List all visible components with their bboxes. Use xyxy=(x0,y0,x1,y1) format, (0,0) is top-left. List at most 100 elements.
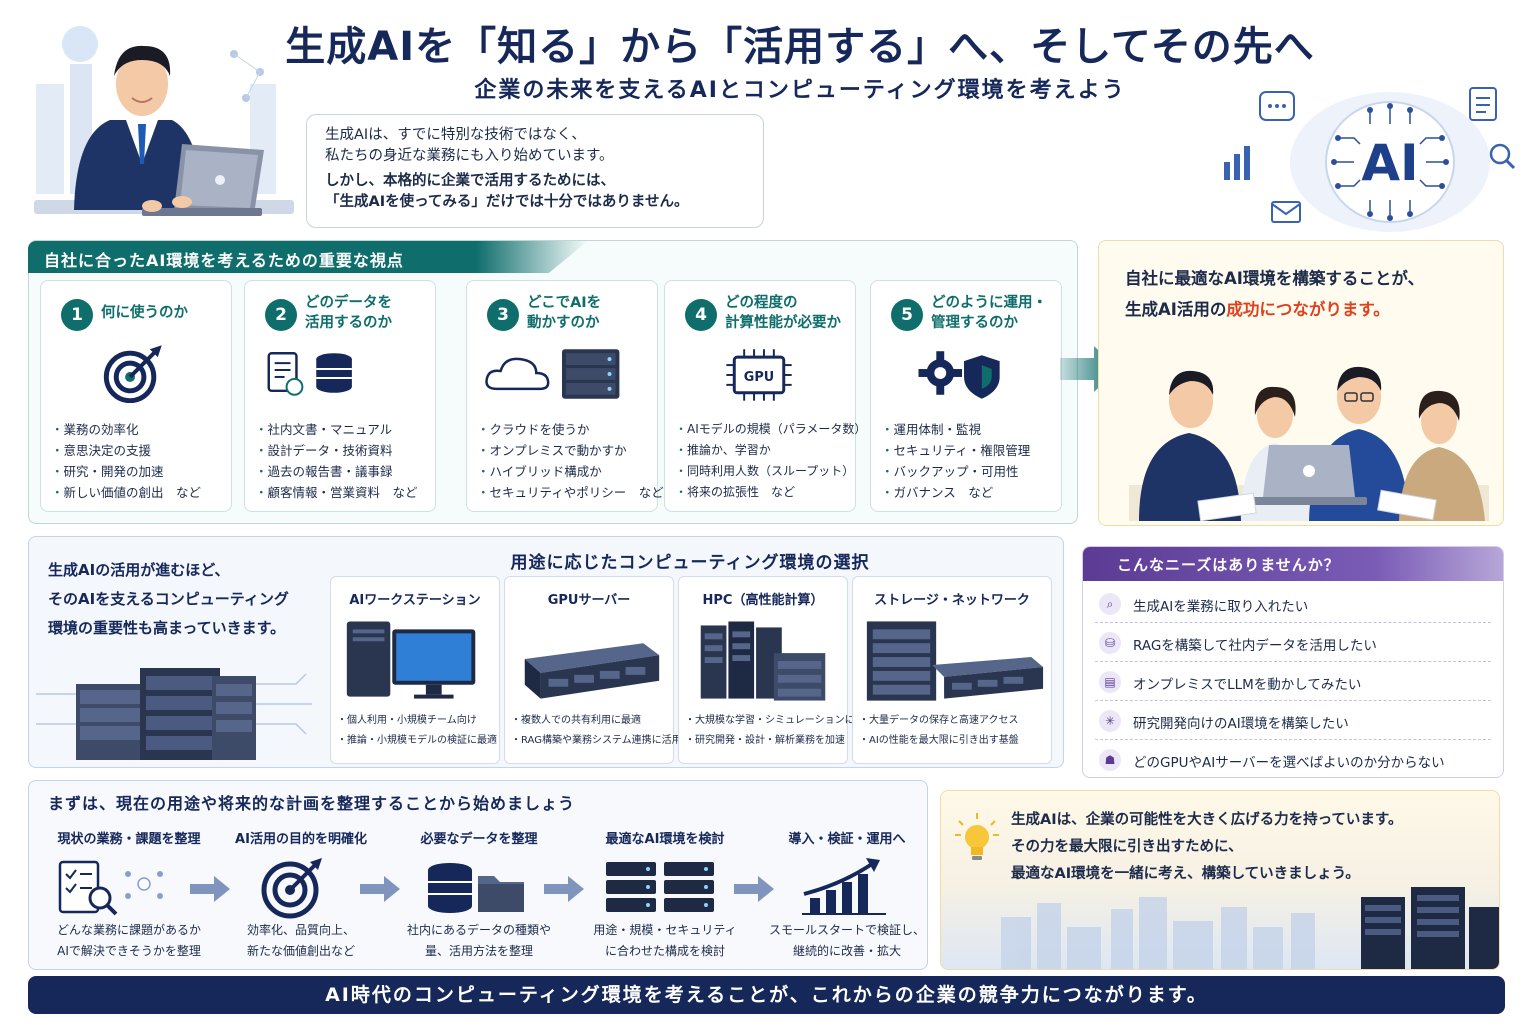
step-desc-line: 量、活用方法を整理 xyxy=(424,944,533,958)
step-desc: 社内にあるデータの種類や量、活用方法を整理 xyxy=(394,920,564,962)
intro-line: 生成AIは、すでに特別な技術ではなく、 xyxy=(325,127,586,143)
atom-icon: ✳ xyxy=(1099,710,1121,732)
page-title: 生成AIを「知る」から「活用する」へ、そしてその先へ xyxy=(285,24,1315,70)
list-item-text: 推論・小規模モデルの検証に最適 xyxy=(347,735,497,746)
list-item: セキュリティ・権限管理 xyxy=(881,440,1061,461)
step-desc-line: AIで解決できそうかを整理 xyxy=(57,944,201,958)
team-meeting-illustration xyxy=(1129,366,1489,521)
list-item: ・AIの性能を最大限に引き出す基盤 xyxy=(859,735,1019,746)
list-item: 推論か、学習か xyxy=(675,440,855,461)
list-item: ・大量データの保存と高速アクセス xyxy=(859,715,1019,726)
database-folder-icon xyxy=(428,863,524,913)
footer-banner: AI時代のコンピューティング環境を考えることが、これからの企業の競争力につながり… xyxy=(28,976,1505,1014)
mail-icon xyxy=(1271,201,1301,223)
need-item: ⛁RAGを構築して社内データを活用したい xyxy=(1095,624,1491,662)
ai-brain-graphic: AI xyxy=(1224,87,1516,232)
step-title: 必要なデータを整理 xyxy=(420,832,538,847)
viewpoints-heading: 自社に合ったAI環境を考えるための重要な視点 xyxy=(28,241,588,273)
viewpoint-list: AIモデルの規模（パラメータ数） 推論か、学習か 同時利用人数（スループット） … xyxy=(675,419,866,503)
intro-speech-bubble: 生成AIは、すでに特別な技術ではなく、 私たちの身近な業務にも入り始めています。… xyxy=(306,114,764,228)
intro-line: 私たちの身近な業務にも入り始めています。 xyxy=(325,148,614,164)
gpu-chip-icon: GPU xyxy=(726,349,792,401)
list-item: 業務の効率化 xyxy=(51,419,231,440)
step-desc-line: スモールスタートで検証し、 xyxy=(768,923,925,937)
step-number-badge: 5 xyxy=(891,299,923,331)
checklist-icon xyxy=(58,860,163,916)
lightbulb-icon xyxy=(955,813,999,860)
arrow-right-icon xyxy=(360,876,400,902)
step-number-badge: 4 xyxy=(685,299,717,331)
target-icon xyxy=(261,858,322,919)
needs-heading: こんなニーズはありませんか？ xyxy=(1083,547,1503,581)
hw-list: ・大量データの保存と高速アクセス ・AIの性能を最大限に引き出す基盤 xyxy=(859,711,1051,751)
intro-line: 「生成AIを使ってみる」だけでは十分ではありません。 xyxy=(325,194,689,210)
needs-panel: こんなニーズはありませんか？ ⌕生成AIを業務に取り入れたい ⛁RAGを構築して… xyxy=(1082,546,1504,778)
viewpoint-title: どのデータを 活用するのか xyxy=(305,295,392,331)
success-panel: 自社に最適なAI環境を構築することが、 生成AI活用の成功につながります。 xyxy=(1098,240,1504,526)
viewpoint-title: どのように運用・ 管理するのか xyxy=(931,295,1047,331)
list-item-text: RAG構築や業務システム連携に活用 xyxy=(521,735,682,746)
step-desc-line: 新たな価値創出など xyxy=(246,944,355,958)
database-icon: ⛁ xyxy=(1099,632,1121,654)
step-desc: 効率化、品質向上、新たな価値創出など xyxy=(216,920,386,962)
list-item: 社内文書・マニュアル xyxy=(255,419,435,440)
hw-card-storage-network: ストレージ・ネットワーク ・大量データの保存と高速アクセス ・AIの性能を最大限… xyxy=(852,576,1052,764)
step-title: 最適なAI環境を検討 xyxy=(605,832,725,847)
step-desc-line: 社内にあるデータの種類や xyxy=(406,923,551,937)
list-item-text: AIの性能を最大限に引き出す基盤 xyxy=(869,735,1019,746)
list-item: 顧客情報・営業資料 など xyxy=(255,482,435,503)
hw-list: ・複数人での共有利用に最適 ・RAG構築や業務システム連携に活用 xyxy=(511,711,682,751)
list-item: 過去の報告書・議事録 xyxy=(255,461,435,482)
cloud-server-icon xyxy=(485,349,620,399)
success-highlight: 成功につながります。 xyxy=(1226,300,1390,319)
viewpoint-card-4: 4 どの程度の 計算性能が必要か GPU AIモデルの規模（パラメータ数） 推論… xyxy=(664,280,866,512)
arrow-right-icon xyxy=(544,876,584,902)
target-icon xyxy=(103,345,162,403)
step-title: 現状の業務・課題を整理 xyxy=(57,832,201,847)
need-item: ✳研究開発向けのAI環境を構築したい xyxy=(1095,702,1491,740)
step-number-badge: 3 xyxy=(487,299,519,331)
closing-line: 生成AIは、企業の可能性を大きく広げる力を持っています。 xyxy=(1011,812,1403,828)
city-skyline-illustration xyxy=(1001,887,1499,969)
list-item: ・個人利用・小規模チーム向け xyxy=(337,715,477,726)
viewpoint-list: クラウドを使うか オンプレミスで動かすか ハイブリッド構成か セキュリティやポリ… xyxy=(477,419,664,503)
viewpoint-title: どの程度の 計算性能が必要か xyxy=(725,295,841,331)
hw-card-hpc: HPC（高性能計算） ・大規模な学習・シミュレーションに最適 ・研究開発・設計・… xyxy=(678,576,875,764)
gear-shield-icon xyxy=(918,351,1000,399)
need-text: オンプレミスでLLMを動かしてみたい xyxy=(1133,677,1362,693)
step-4: 最適なAI環境を検討 用途・規模・セキュリティに合わせた構成を検討 xyxy=(580,828,750,964)
list-item: オンプレミスで動かすか xyxy=(477,440,657,461)
document-icon xyxy=(1469,87,1497,121)
arrow-right-icon xyxy=(734,876,774,902)
closing-line: 最適なAI環境を一緒に考え、構築していきましょう。 xyxy=(1011,866,1360,882)
list-item: ・RAG構築や業務システム連携に活用 xyxy=(511,735,682,746)
computing-intro-line: 環境の重要性も高まっていきます。 xyxy=(48,619,286,637)
viewpoint-card-5: 5 どのように運用・ 管理するのか 運用体制・監視 セキュリティ・権限管理 バッ… xyxy=(870,280,1062,512)
server-stack-icon xyxy=(606,862,714,912)
need-item: ▤ オンプレミスでLLMを動かしてみたい xyxy=(1095,663,1491,701)
list-item: 意思決定の支援 xyxy=(51,440,231,461)
list-item: AIモデルの規模（パラメータ数） xyxy=(675,419,866,440)
list-item-text: 研究開発・設計・解析業務を加速 xyxy=(695,735,845,746)
viewpoint-card-1: 1 何に使うのか 業務の効率化 意思決定の支援 研究・開発の加速 新しい価値の創… xyxy=(40,280,232,512)
success-line: 自社に最適なAI環境を構築することが、 xyxy=(1125,269,1425,288)
list-item: 研究・開発の加速 xyxy=(51,461,231,482)
server-icon: ▤ xyxy=(1099,671,1121,693)
viewpoint-title: 何に使うのか xyxy=(101,305,188,321)
hw-list: ・大規模な学習・シミュレーションに最適 ・研究開発・設計・解析業務を加速 xyxy=(685,711,875,751)
steps-heading: まずは、現在の用途や将来的な計画を整理することから始めましょう xyxy=(48,794,576,813)
list-item: ・推論・小規模モデルの検証に最適 xyxy=(337,735,497,746)
server-rack-illustration xyxy=(36,668,312,760)
step-desc: スモールスタートで検証し、継続的に改善・拡大 xyxy=(762,920,932,962)
list-item: 運用体制・監視 xyxy=(881,419,1061,440)
hw-title: GPUサーバー xyxy=(547,593,631,608)
bar-chart-icon xyxy=(1224,146,1250,180)
page-subtitle: 企業の未来を支えるAIとコンピューティング環境を考えよう xyxy=(474,78,1126,103)
computing-title: 用途に応じたコンピューティング環境の選択 xyxy=(510,553,870,573)
hw-card-workstation: AIワークステーション ・個人利用・小規模チーム向け ・推論・小規模モデルの検証… xyxy=(330,576,500,764)
hw-title: AIワークステーション xyxy=(349,593,481,608)
list-item: ・複数人での共有利用に最適 xyxy=(511,715,641,726)
list-item-text: 複数人での共有利用に最適 xyxy=(521,715,641,726)
